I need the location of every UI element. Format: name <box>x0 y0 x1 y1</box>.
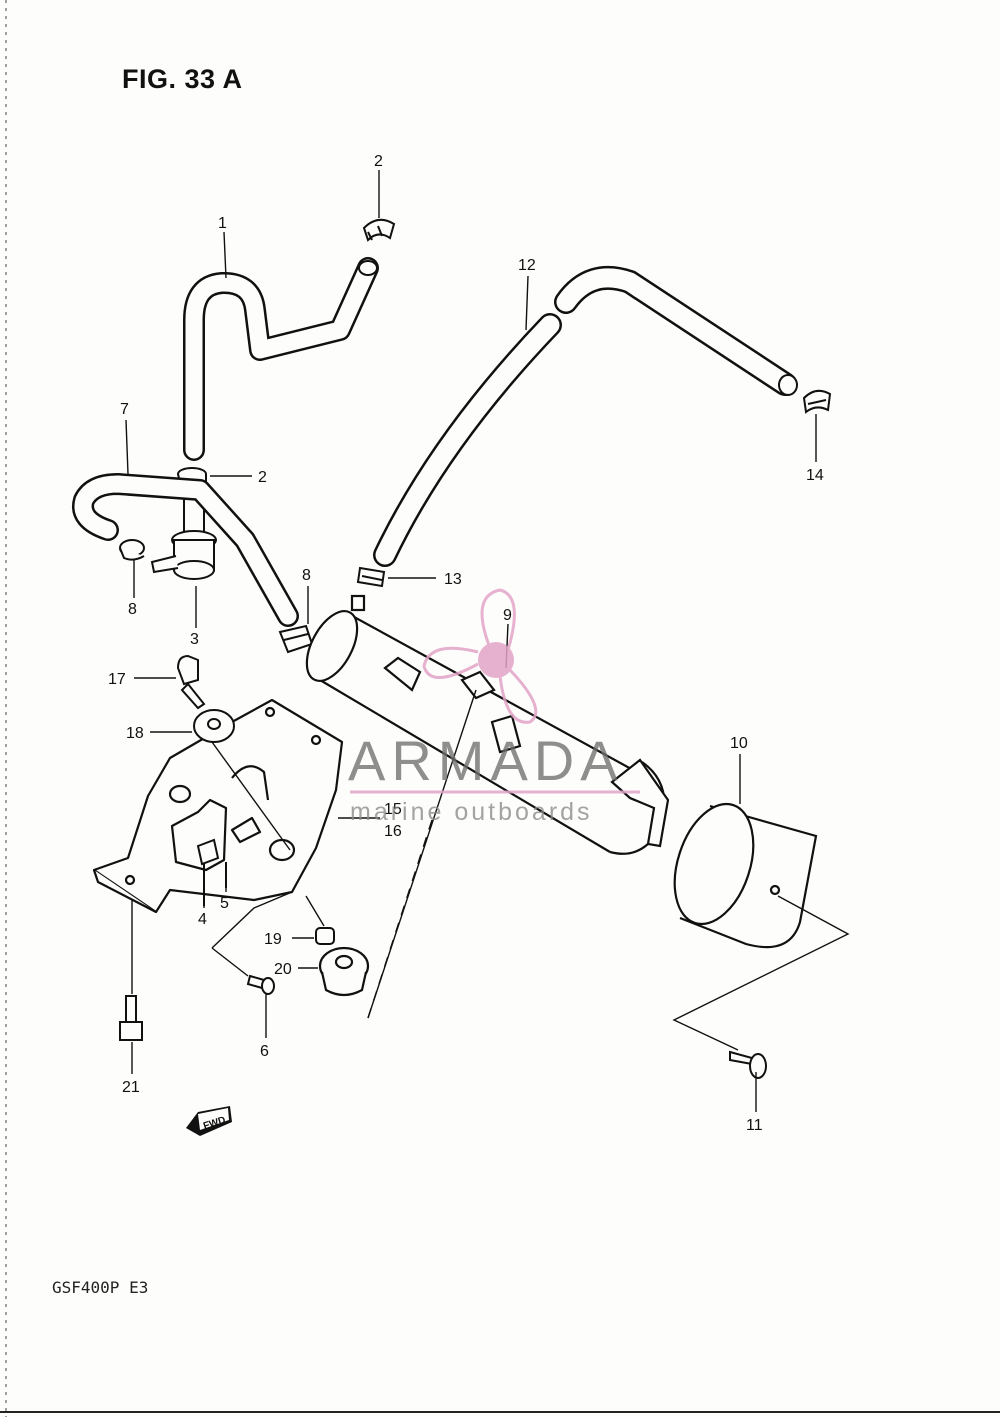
collar-part-19 <box>315 927 335 945</box>
callout-18: 18 <box>126 725 144 742</box>
screw-part-6 <box>246 974 275 995</box>
bolt-part-17 <box>176 654 206 710</box>
callout-13: 13 <box>444 571 462 588</box>
hose-clip-part-2-top <box>362 218 396 242</box>
callout-21: 21 <box>122 1079 140 1096</box>
callout-4: 4 <box>198 911 207 928</box>
callout-19: 19 <box>264 931 282 948</box>
hose-clip-part-14 <box>802 389 832 414</box>
screw-part-11 <box>729 1050 767 1079</box>
callout-2-lower: 2 <box>258 469 267 486</box>
callout-14: 14 <box>806 467 824 484</box>
leader-lines <box>125 170 850 1112</box>
callout-17: 17 <box>108 671 126 688</box>
figure-title: FIG. 33 A <box>122 64 243 94</box>
long-hose-part-12 <box>373 266 798 567</box>
callout-6: 6 <box>260 1043 269 1060</box>
callout-12: 12 <box>518 257 536 274</box>
callout-2-top: 2 <box>374 153 383 170</box>
hose-part-1 <box>183 257 379 461</box>
mounting-bracket-part-15 <box>92 698 344 914</box>
callout-9: 9 <box>503 607 512 624</box>
model-code: GSF400P E3 <box>52 1278 149 1297</box>
callout-8-right: 8 <box>302 567 311 584</box>
callout-15: 15 <box>384 801 402 818</box>
washer-part-18 <box>193 709 235 743</box>
grommet-part-20 <box>318 946 370 997</box>
callout-11: 11 <box>746 1117 763 1134</box>
hose-clip-part-8-right <box>278 624 314 654</box>
bolt-part-21 <box>119 995 143 1041</box>
hose-clip-part-13 <box>356 566 386 588</box>
callout-3: 3 <box>190 631 199 648</box>
armada-propeller-logo <box>350 588 640 794</box>
callout-7: 7 <box>120 401 129 418</box>
hose-clip-part-8-left <box>119 539 145 561</box>
canister-cap-part-10 <box>673 802 818 949</box>
callout-numbers: 1 2 2 3 4 5 6 7 8 8 9 10 11 12 13 14 15 … <box>108 153 824 1134</box>
watermark-brand: ARMADA <box>348 729 624 792</box>
vacuum-valve-part-3 <box>150 493 217 580</box>
callout-1: 1 <box>218 215 227 232</box>
callout-16: 16 <box>384 823 402 840</box>
forward-direction-badge: FWD <box>186 1106 232 1136</box>
hose-part-7 <box>72 473 299 627</box>
callout-10: 10 <box>730 735 748 752</box>
callout-20: 20 <box>274 961 292 978</box>
watermark-tagline: marine outboards <box>350 798 593 826</box>
callout-5: 5 <box>220 895 229 912</box>
callout-8-left: 8 <box>128 601 137 618</box>
